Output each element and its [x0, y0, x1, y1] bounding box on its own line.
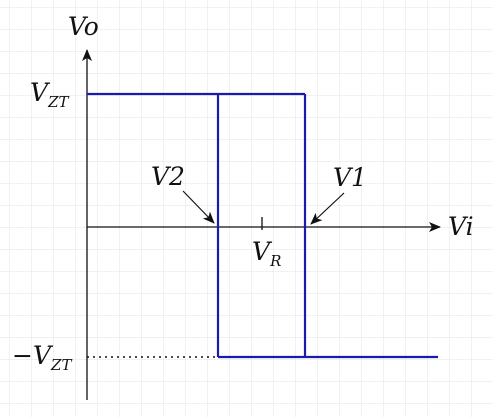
vzt-label: VZT [30, 78, 69, 111]
v2-label: V2 [151, 162, 185, 191]
v1-label: V1 [333, 163, 367, 192]
y-axis-label: Vo [68, 12, 99, 41]
x-axis-label: Vi [448, 212, 474, 241]
v2-pointer-arrow [182, 190, 215, 224]
vr-label: VR [252, 237, 281, 270]
v1-pointer-arrow [310, 192, 345, 225]
hysteresis-curve [87, 92, 438, 359]
neg-vzt-label: −VZT [12, 341, 72, 374]
